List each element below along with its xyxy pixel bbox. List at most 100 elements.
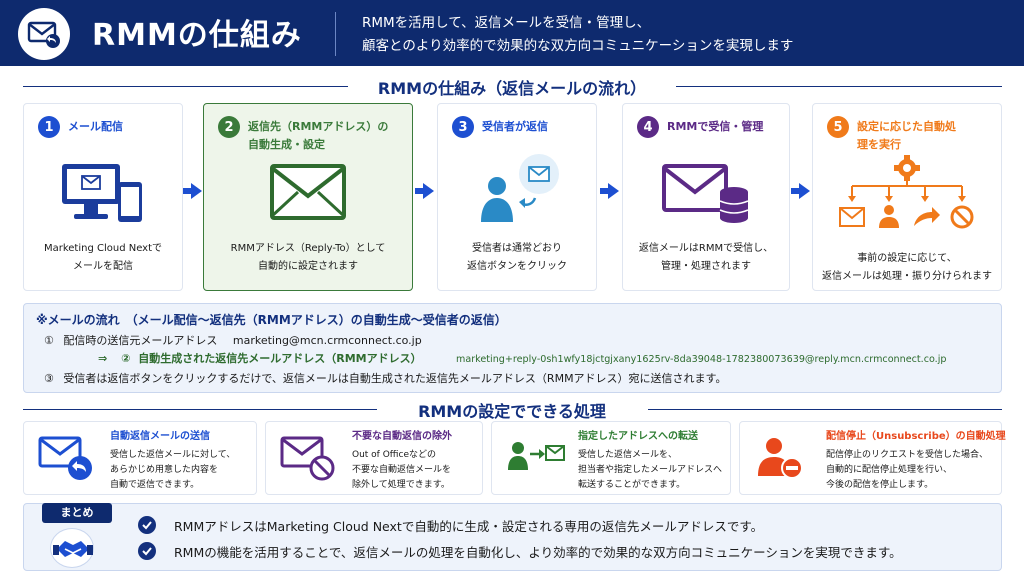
feature-description-line2: あらかじめ用意した内容を — [110, 465, 219, 475]
feature-description-line1: Out of Officeなどの — [352, 450, 436, 460]
flow-section-title: RMMの仕組み（返信メールの流れ） — [377, 79, 647, 98]
summary-box: まとめ RMMアドレスはMarketing Cloud Nextで自動的に生成・… — [23, 503, 1002, 571]
feature-description: Out of Officeなどの 不要な自動返信メールを 除外して処理できます。 — [352, 448, 451, 493]
feature-description-line3: 今後の配信を停止します。 — [826, 480, 934, 490]
reply-explanation: 受信者は返信ボタンをクリックするだけで、返信メールは自動生成された返信先メールア… — [63, 372, 727, 385]
gear-routing-icon — [813, 152, 1001, 244]
mail-flow-title: ※メールの流れ （メール配信～返信先（RMMアドレス）の自動生成～受信者の返信） — [36, 313, 507, 327]
feature-title: 不要な自動返信の除外 — [352, 431, 452, 442]
step-card-3: 3 受信者が返信 受信者は通常どおり 返信ボタンをクリック — [437, 103, 597, 291]
feature-title: 自動返信メールの送信 — [110, 431, 210, 442]
summary-line1: RMMアドレスはMarketing Cloud Nextで自動的に生成・設定され… — [174, 519, 764, 534]
step-number: 3 — [452, 116, 474, 138]
step-card-4: 4 RMMで受信・管理 返信メールはRMMで受信し、 管理・処理されます — [622, 103, 790, 291]
handshake-icon — [50, 528, 94, 568]
settings-section-title: RMMの設定でできる処理 — [418, 402, 606, 421]
step-description-line1: RMMアドレス（Reply-To）として — [230, 243, 386, 254]
header-divider — [335, 12, 336, 56]
step-card-5: 5 設定に応じた自動処理を実行 — [812, 103, 1002, 291]
feature-description-line3: 除外して処理できます。 — [352, 480, 450, 490]
mail-flow-line2: ⇒ ② 自動生成された返信先メールアドレス（RMMアドレス） — [98, 351, 422, 367]
section-rule-right — [676, 86, 1002, 87]
feature-card-exclude-auto-reply: 不要な自動返信の除外 Out of Officeなどの 不要な自動返信メールを … — [265, 421, 483, 495]
page-title: RMMの仕組み — [92, 18, 302, 53]
step-description: Marketing Cloud Nextで メールを配信 — [28, 240, 178, 276]
summary-line2: RMMの機能を活用することで、返信メールの処理を自動化し、より効率的で効果的な双… — [174, 545, 902, 560]
feature-description-line3: 自動で返信できます。 — [110, 480, 200, 490]
step-title: 返信先（RMMアドレス）の自動生成・設定 — [248, 120, 389, 151]
step-title: メール配信 — [68, 120, 123, 133]
feature-description-line3: 転送することができます。 — [578, 480, 686, 490]
rmm-address-label: 自動生成された返信先メールアドレス（RMMアドレス） — [138, 352, 422, 365]
flow-arrow — [183, 183, 202, 199]
check-icon — [138, 542, 156, 560]
step-number: 2 — [218, 116, 240, 138]
step-number: 4 — [637, 116, 659, 138]
unsubscribe-icon — [754, 434, 810, 482]
step-description-line1: Marketing Cloud Nextで — [43, 243, 163, 254]
line-marker: ① — [44, 334, 54, 347]
person-reply-icon — [438, 154, 596, 224]
feature-description: 受信した返信メールに対して、 あらかじめ用意した内容を 自動で返信できます。 — [110, 448, 235, 493]
envelope-reply-icon — [18, 8, 70, 60]
step-description-line2: 返信ボタンをクリック — [467, 261, 567, 272]
sender-address-label: 配信時の送信元メールアドレス — [63, 334, 218, 347]
line-marker: ③ — [44, 372, 54, 385]
step-number: 5 — [827, 116, 849, 138]
feature-title: 配信停止（Unsubscribe）の自動処理 — [826, 431, 1006, 442]
section-rule-right — [648, 409, 1002, 410]
step-description: 受信者は通常どおり 返信ボタンをクリック — [442, 240, 592, 276]
header-subtitle: RMMを活用して、返信メールを受信・管理し、 顧客とのより効率的で効果的な双方向… — [362, 12, 793, 58]
feature-card-auto-reply: 自動返信メールの送信 受信した返信メールに対して、 あらかじめ用意した内容を 自… — [23, 421, 257, 495]
feature-card-forward: 指定したアドレスへの転送 受信した返信メールを、 担当者や指定したメールアドレス… — [491, 421, 731, 495]
step-title: 受信者が返信 — [482, 120, 548, 133]
section-rule-left — [23, 409, 377, 410]
mail-flow-line1: ① 配信時の送信元メールアドレス marketing@mcn.crmconnec… — [44, 333, 422, 349]
step-description: 返信メールはRMMで受信し、 管理・処理されます — [627, 240, 785, 276]
flow-arrow — [415, 183, 434, 199]
step-description-line2: メールを配信 — [73, 261, 133, 272]
feature-description-line1: 受信した返信メールに対して、 — [110, 450, 236, 460]
envelope-block-icon — [280, 434, 336, 482]
mail-flow-box: ※メールの流れ （メール配信～返信先（RMMアドレス）の自動生成～受信者の返信）… — [23, 303, 1002, 393]
step-description-line2: 返信メールは処理・振り分けられます — [822, 271, 992, 282]
step-card-2: 2 返信先（RMMアドレス）の自動生成・設定 RMMアドレス（Reply-To）… — [203, 103, 413, 291]
header-subtitle-line2: 顧客とのより効率的で効果的な双方向コミュニケーションを実現します — [362, 38, 794, 54]
step-title: 設定に応じた自動処理を実行 — [857, 120, 956, 151]
flow-arrow — [791, 183, 810, 199]
summary-badge: まとめ — [42, 503, 112, 523]
feature-title: 指定したアドレスへの転送 — [578, 431, 698, 442]
header-bar: RMMの仕組み RMMを活用して、返信メールを受信・管理し、 顧客とのより効率的… — [0, 0, 1024, 66]
envelope-database-icon — [623, 162, 789, 226]
step-description-line2: 管理・処理されます — [661, 261, 751, 272]
envelope-icon — [204, 162, 412, 222]
step-title: RMMで受信・管理 — [667, 120, 764, 133]
feature-description-line2: 担当者や指定したメールアドレスへ — [578, 465, 723, 475]
flow-arrow — [600, 183, 619, 199]
feature-description-line2: 自動的に配信停止処理を行い、 — [826, 465, 953, 475]
computer-phone-icon — [24, 162, 182, 226]
step-description-line1: 返信メールはRMMで受信し、 — [638, 243, 774, 254]
sender-address-value: marketing@mcn.crmconnect.co.jp — [232, 334, 422, 347]
feature-description: 受信した返信メールを、 担当者や指定したメールアドレスへ 転送することができます… — [578, 448, 722, 493]
header-subtitle-line1: RMMを活用して、返信メールを受信・管理し、 — [362, 15, 651, 31]
step-description-line1: 受信者は通常どおり — [472, 243, 562, 254]
section-rule-left — [23, 86, 348, 87]
step-card-1: 1 メール配信 Marketing Cloud Nextで メールを配信 — [23, 103, 183, 291]
feature-description: 配信停止のリクエストを受信した場合、 自動的に配信停止処理を行い、 今後の配信を… — [826, 448, 988, 493]
feature-description-line2: 不要な自動返信メールを — [352, 465, 452, 475]
mail-flow-line3: ③ 受信者は返信ボタンをクリックするだけで、返信メールは自動生成された返信先メー… — [44, 371, 726, 387]
feature-card-unsubscribe: 配信停止（Unsubscribe）の自動処理 配信停止のリクエストを受信した場合… — [739, 421, 1006, 495]
step-description: 事前の設定に応じて、 返信メールは処理・振り分けられます — [817, 250, 997, 286]
flow-arrow-glyph: ⇒ — [98, 352, 108, 365]
feature-description-line1: 配信停止のリクエストを受信した場合、 — [826, 450, 989, 460]
step-number: 1 — [38, 116, 60, 138]
check-icon — [138, 516, 156, 534]
forward-icon — [506, 434, 565, 482]
feature-description-line1: 受信した返信メールを、 — [578, 450, 678, 460]
envelope-reply-icon — [38, 434, 94, 482]
line-marker: ② — [121, 352, 131, 365]
step-description-line2: 自動的に設定されます — [258, 261, 358, 272]
step-description-line1: 事前の設定に応じて、 — [857, 253, 957, 264]
rmm-address-value: marketing+reply-0sh1wfy18jctgjxany1625rv… — [456, 354, 947, 365]
